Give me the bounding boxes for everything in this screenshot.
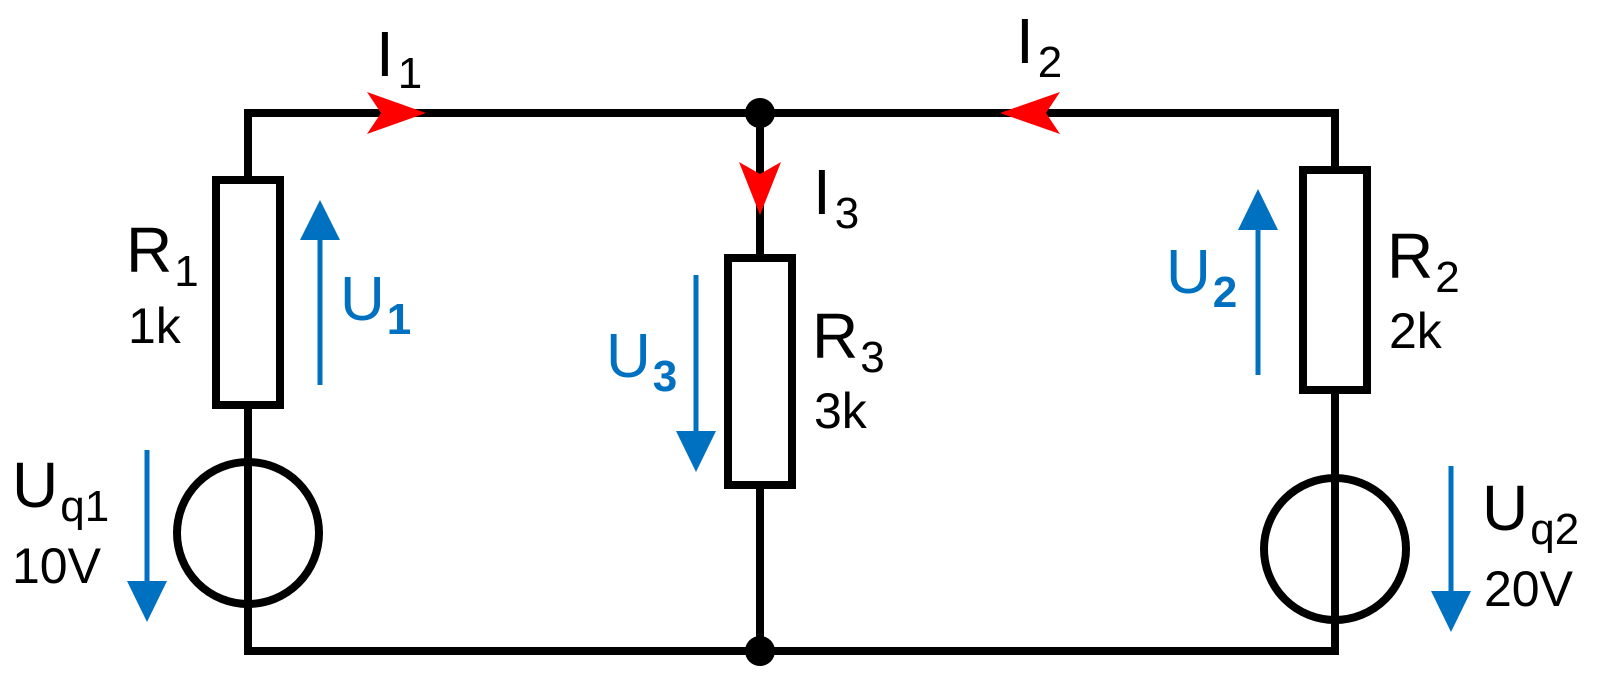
source-value-uq2: 20V xyxy=(1484,561,1574,617)
resistor-label-r2: R2 xyxy=(1387,220,1460,302)
voltage-label-u1: U1 xyxy=(340,265,411,344)
resistor-value-r2: 2k xyxy=(1389,303,1443,359)
resistor-r3 xyxy=(724,254,796,489)
current-arrow-i1 xyxy=(367,92,426,134)
voltage-label-u2: U2 xyxy=(1166,238,1237,317)
voltage-source-uq1 xyxy=(173,458,323,608)
resistor-value-r1: 1k xyxy=(128,298,182,354)
source-label-uq2: Uq2 xyxy=(1482,472,1579,554)
junction-bottom xyxy=(745,636,775,666)
resistor-label-r1: R1 xyxy=(126,214,199,296)
voltage-source-uq2 xyxy=(1260,474,1410,624)
current-label-i2: I2 xyxy=(1016,5,1062,87)
voltage-arrow-uq2 xyxy=(1431,466,1471,632)
voltage-arrow-u2 xyxy=(1238,189,1278,375)
source-label-uq1: Uq1 xyxy=(12,449,109,531)
resistor-r2 xyxy=(1299,166,1371,394)
voltage-arrow-u3 xyxy=(676,275,716,472)
junction-top xyxy=(745,98,775,128)
voltage-label-u3: U3 xyxy=(606,322,677,401)
current-label-i1: I1 xyxy=(376,18,422,98)
voltage-arrow-uq1 xyxy=(127,450,167,622)
current-arrow-i2 xyxy=(1000,92,1060,134)
source-value-uq1: 10V xyxy=(12,538,102,594)
resistor-value-r3: 3k xyxy=(814,383,868,439)
resistor-r1 xyxy=(212,176,284,409)
current-arrow-i3 xyxy=(739,162,781,215)
current-label-i3: I3 xyxy=(813,156,859,238)
resistor-label-r3: R3 xyxy=(812,300,885,382)
voltage-arrow-u1 xyxy=(300,200,340,385)
wire-left-branch xyxy=(244,109,1339,184)
